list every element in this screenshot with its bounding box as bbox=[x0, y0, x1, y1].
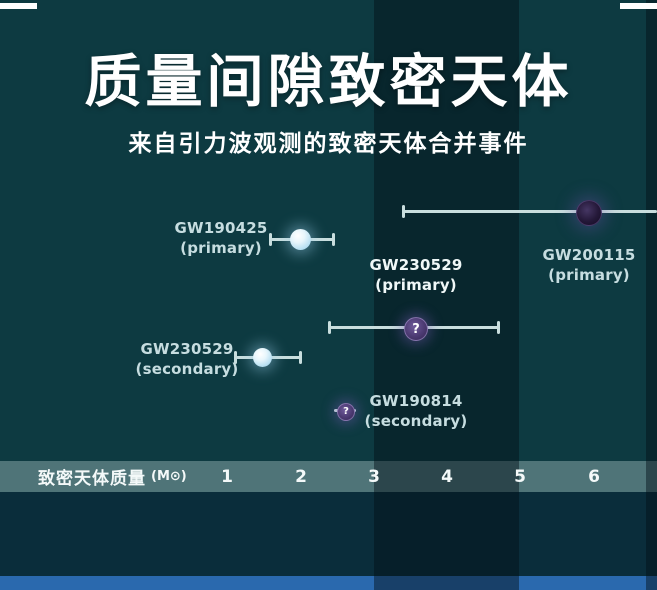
chart-title: 质量间隙致密天体 bbox=[84, 49, 573, 115]
top-right-mark bbox=[620, 3, 657, 9]
question-mark-icon: ? bbox=[343, 406, 349, 417]
error-bar bbox=[404, 210, 657, 213]
top-left-mark bbox=[0, 3, 37, 9]
event-label: GW190425 (primary) bbox=[163, 218, 279, 258]
tick-label-5: 5 bbox=[514, 466, 526, 487]
data-point-uncertain: ? bbox=[337, 403, 355, 421]
question-mark-icon: ? bbox=[412, 321, 420, 337]
x-axis-label-group: 致密天体质量 (M⊙) bbox=[38, 461, 187, 492]
data-point-neutron-star bbox=[290, 229, 311, 250]
data-point-neutron-star bbox=[253, 348, 272, 367]
chart-subtitle: 来自引力波观测的致密天体合并事件 bbox=[128, 131, 529, 157]
error-bar-cap-left bbox=[234, 351, 237, 364]
error-bar-cap-right bbox=[299, 351, 302, 364]
mass-gap-band bbox=[374, 0, 519, 590]
event-label: GW200115 (primary) bbox=[531, 245, 647, 285]
event-role: (primary) bbox=[548, 266, 630, 284]
right-edge-band bbox=[646, 0, 657, 590]
error-bar-cap-left bbox=[269, 233, 272, 246]
bottom-background-region bbox=[0, 492, 657, 590]
event-name: GW230529 bbox=[140, 340, 234, 358]
tick-label-6: 6 bbox=[588, 466, 600, 487]
event-role: (secondary) bbox=[364, 412, 468, 430]
x-axis-label: 致密天体质量 bbox=[38, 469, 146, 489]
data-point-black-hole bbox=[576, 200, 602, 226]
error-bar-cap-left bbox=[402, 205, 405, 218]
event-role: (secondary) bbox=[135, 360, 239, 378]
event-label: GW230529 (secondary) bbox=[127, 339, 247, 379]
event-name: GW230529 bbox=[369, 256, 463, 274]
error-bar-cap-right bbox=[332, 233, 335, 246]
tick-label-1: 1 bbox=[221, 466, 233, 487]
x-axis-strip bbox=[0, 461, 657, 492]
tick-label-3: 3 bbox=[368, 466, 380, 487]
tick-label-4: 4 bbox=[441, 466, 453, 487]
tick-label-2: 2 bbox=[295, 466, 307, 487]
data-point-uncertain: ? bbox=[404, 317, 428, 341]
error-bar-cap-right bbox=[497, 321, 500, 334]
event-label: GW190814 (secondary) bbox=[356, 391, 476, 431]
event-name: GW200115 bbox=[542, 246, 636, 264]
event-name: GW190814 bbox=[369, 392, 463, 410]
event-name: GW190425 bbox=[174, 219, 268, 237]
event-role: (primary) bbox=[375, 276, 457, 294]
event-role: (primary) bbox=[180, 239, 262, 257]
bottom-blue-strip bbox=[0, 576, 657, 590]
event-label: GW230529 (primary) bbox=[358, 255, 474, 295]
x-axis-unit: (M⊙) bbox=[151, 469, 187, 484]
error-bar-cap-left bbox=[328, 321, 331, 334]
